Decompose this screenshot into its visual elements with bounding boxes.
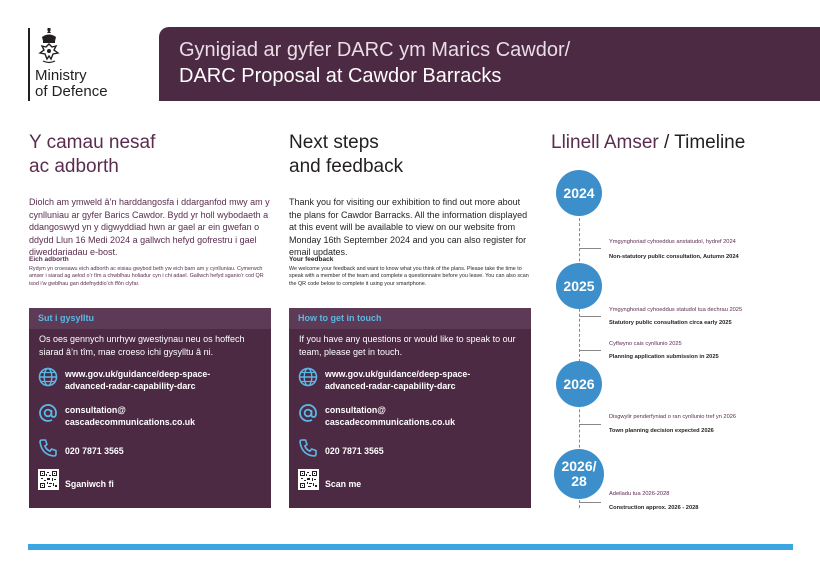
phone-icon: [299, 439, 317, 457]
english-feedback-heading: Your feedback: [289, 256, 334, 263]
english-email-line-1: consultation@: [325, 405, 386, 415]
english-website-line-2: advanced-radar-capability-darc: [325, 381, 456, 391]
welsh-email-line-2: cascadecommunications.co.uk: [65, 417, 196, 427]
english-email-line-2: cascadecommunications.co.uk: [325, 417, 456, 427]
welsh-heading-line-1: Y camau nesaf: [29, 132, 156, 153]
english-intro: Thank you for visiting our exhibition to…: [289, 197, 528, 257]
timeline-line: [579, 208, 580, 508]
timeline-year-2024: 2024: [556, 170, 602, 216]
phone-icon: [39, 439, 57, 457]
english-contact-header: How to get in touch: [289, 308, 531, 329]
timeline-tick: [579, 424, 601, 425]
welsh-heading-line-2: ac adborth: [29, 156, 119, 177]
english-heading-line-1: Next steps: [289, 132, 379, 153]
welsh-intro: Diolch am ymweld â’n harddangosfa i ddar…: [29, 197, 270, 257]
event-1-english: Non-statutory public consultation, Autum…: [609, 254, 739, 260]
welsh-scan-label: Sganiwch fi: [65, 479, 114, 489]
english-website-line-1: www.gov.uk/guidance/deep-space-: [325, 369, 471, 379]
timeline-year-2025: 2025: [556, 263, 602, 309]
english-email-link[interactable]: consultation@ cascadecommunications.co.u…: [325, 404, 455, 428]
org-line-2: of Defence: [35, 83, 108, 100]
title-welsh: Gynigiad ar gyfer DARC ym Marics Cawdor/: [179, 39, 571, 61]
english-contact-box: How to get in touch If you have any ques…: [289, 308, 531, 508]
english-heading-line-2: and feedback: [289, 156, 404, 177]
event-5-english: Construction approx. 2026 - 2028: [609, 505, 699, 511]
event-5-welsh: Adeiladu tua 2026-2028: [609, 491, 670, 497]
royal-crest-icon: [38, 28, 60, 64]
english-heading: Next steps and feedback: [289, 131, 403, 179]
qr-code-icon: [40, 471, 57, 488]
event-3-english: Planning application submission in 2025: [609, 354, 719, 360]
english-website-link[interactable]: www.gov.uk/guidance/deep-space- advanced…: [325, 368, 470, 392]
timeline-year-2026: 2026: [556, 361, 602, 407]
title-banner: Gynigiad ar gyfer DARC ym Marics Cawdor/…: [159, 27, 820, 101]
welsh-contact-intro: Os oes gennych unrhyw gwestiynau neu os …: [39, 334, 245, 357]
event-1-welsh: Ymgynghoriad cyhoeddus anstatudol, hydre…: [609, 239, 736, 245]
welsh-phone[interactable]: 020 7871 3565: [65, 446, 124, 456]
event-2-welsh: Ymgynghoriad cyhoeddus statudol tua dech…: [609, 307, 743, 313]
welsh-contact-header: Sut i gysylltu: [29, 308, 271, 329]
org-line-1: Ministry: [35, 67, 87, 84]
event-4-english: Town planning decision expected 2026: [609, 428, 714, 434]
english-feedback-text: We welcome your feedback and want to kno…: [289, 266, 529, 287]
at-sign-icon: [39, 404, 57, 422]
timeline-heading-english: Timeline: [674, 132, 746, 153]
welsh-feedback-heading: Eich adborth: [29, 256, 69, 263]
welsh-contact-heading: Sut i gysylltu: [38, 313, 95, 323]
welsh-website-line-1: www.gov.uk/guidance/deep-space-: [65, 369, 211, 379]
welsh-qr-code[interactable]: [38, 469, 59, 490]
english-qr-code[interactable]: [298, 469, 319, 490]
timeline-tick: [579, 350, 601, 351]
welsh-heading: Y camau nesaf ac adborth: [29, 131, 155, 179]
welsh-contact-box: Sut i gysylltu Os oes gennych unrhyw gwe…: [29, 308, 271, 508]
timeline-heading: Llinell Amser / Timeline: [551, 131, 745, 155]
timeline-tick: [579, 248, 601, 249]
welsh-website-line-2: advanced-radar-capability-darc: [65, 381, 196, 391]
english-phone[interactable]: 020 7871 3565: [325, 446, 384, 456]
logo-divider: [28, 28, 30, 101]
timeline-year-2026-28: 2026/ 28: [554, 449, 604, 499]
timeline-heading-separator: /: [658, 132, 675, 153]
english-scan-label: Scan me: [325, 479, 362, 489]
globe-icon: [38, 367, 58, 387]
welsh-email-line-1: consultation@: [65, 405, 126, 415]
timeline-tick: [579, 316, 601, 317]
english-contact-intro: If you have any questions or would like …: [299, 334, 516, 357]
qr-code-icon: [300, 471, 317, 488]
timeline-heading-welsh: Llinell Amser: [551, 132, 659, 153]
event-3-welsh: Cyflwyno cais cynllunio 2025: [609, 341, 682, 347]
english-contact-heading: How to get in touch: [298, 313, 382, 323]
globe-icon: [298, 367, 318, 387]
timeline-tick: [579, 502, 601, 503]
welsh-email-link[interactable]: consultation@ cascadecommunications.co.u…: [65, 404, 195, 428]
welsh-website-link[interactable]: www.gov.uk/guidance/deep-space- advanced…: [65, 368, 210, 392]
event-2-english: Statutory public consultation circa earl…: [609, 320, 732, 326]
event-4-welsh: Disgwylir penderfyniad o ran cynllunio t…: [609, 414, 737, 420]
organisation-name: Ministry of Defence: [35, 68, 108, 100]
welsh-feedback-text: Rydym yn croesawu eich adborth ac eisiau…: [29, 266, 264, 287]
at-sign-icon: [299, 404, 317, 422]
footer-bar: [28, 544, 793, 550]
title-english: DARC Proposal at Cawdor Barracks: [179, 65, 502, 87]
